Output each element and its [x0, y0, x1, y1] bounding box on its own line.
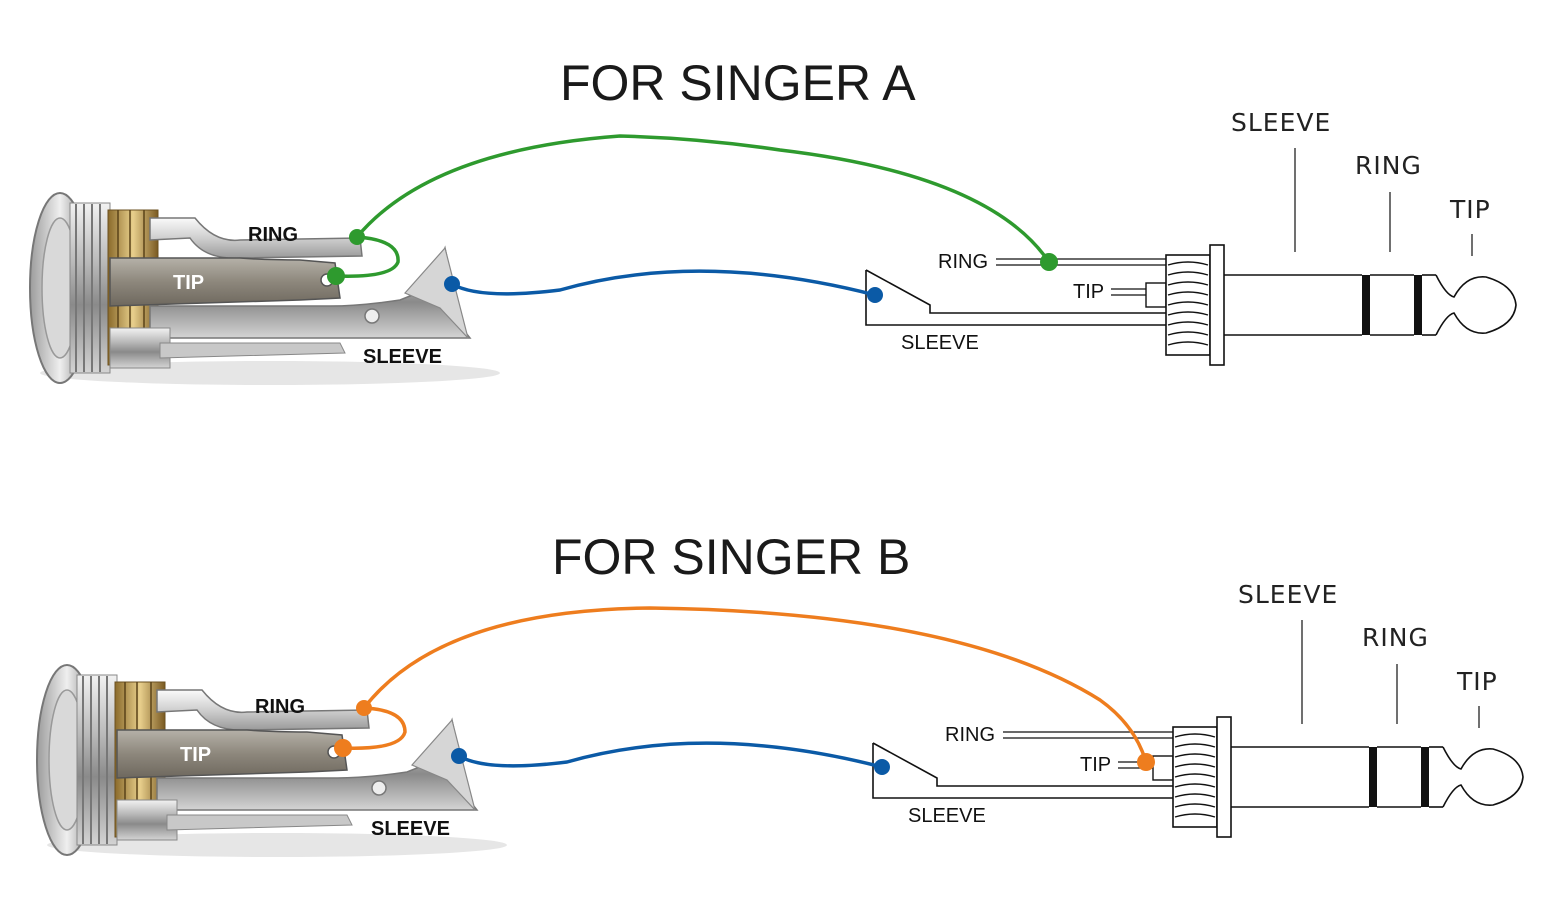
panel-singer-a: FOR SINGER A RING TIP SLEEVE RING TIP SL… — [0, 55, 1517, 389]
jack-label-ring: RING — [255, 696, 305, 718]
trs-plug-icon — [1165, 244, 1517, 366]
jack-label-sleeve: SLEEVE — [363, 346, 442, 368]
plug-label-ring: RING — [1362, 623, 1429, 652]
tip-solder-point — [334, 739, 352, 757]
trs-plug-icon — [1172, 716, 1524, 838]
socket-schematic-icon — [865, 258, 1167, 326]
socket-label-sleeve: SLEEVE — [908, 805, 986, 827]
panel-singer-b: FOR SINGER B RING TIP SLEEVE RING TIP SL… — [6, 529, 1524, 861]
socket-ring-solder-point — [1040, 253, 1058, 271]
ring-solder-point — [356, 700, 372, 716]
socket-tip-solder-point — [1137, 753, 1155, 771]
socket-label-ring: RING — [938, 251, 988, 273]
panel-title: FOR SINGER B — [552, 529, 910, 585]
plug-label-tip: TIP — [1456, 667, 1498, 696]
socket-schematic-icon — [872, 731, 1174, 799]
plug-label-sleeve: SLEEVE — [1238, 580, 1338, 609]
socket-label-ring: RING — [945, 724, 995, 746]
tip-jumper-wire — [342, 706, 407, 750]
ring-to-tip-wire — [362, 606, 1148, 763]
jack-label-ring: RING — [248, 224, 298, 246]
sleeve-to-sleeve-wire — [458, 741, 883, 769]
socket-label-tip: TIP — [1073, 281, 1104, 303]
sleeve-solder-point — [444, 276, 460, 292]
socket-label-sleeve: SLEEVE — [901, 332, 979, 354]
socket-label-tip: TIP — [1080, 754, 1111, 776]
socket-sleeve-solder-point — [874, 759, 890, 775]
jack-label-tip: TIP — [173, 272, 204, 294]
plug-label-sleeve: SLEEVE — [1231, 108, 1331, 137]
jack-label-tip: TIP — [180, 744, 211, 766]
tip-jumper-wire — [335, 235, 400, 278]
jack-label-sleeve: SLEEVE — [371, 818, 450, 840]
panel-title: FOR SINGER A — [560, 55, 916, 111]
ring-solder-point — [349, 229, 365, 245]
sleeve-solder-point — [451, 748, 467, 764]
sleeve-to-sleeve-wire — [451, 269, 876, 297]
plug-label-tip: TIP — [1449, 195, 1491, 224]
tip-solder-point — [327, 267, 345, 285]
plug-label-ring: RING — [1355, 151, 1422, 180]
ring-to-ring-wire — [355, 134, 1051, 263]
socket-sleeve-solder-point — [867, 287, 883, 303]
